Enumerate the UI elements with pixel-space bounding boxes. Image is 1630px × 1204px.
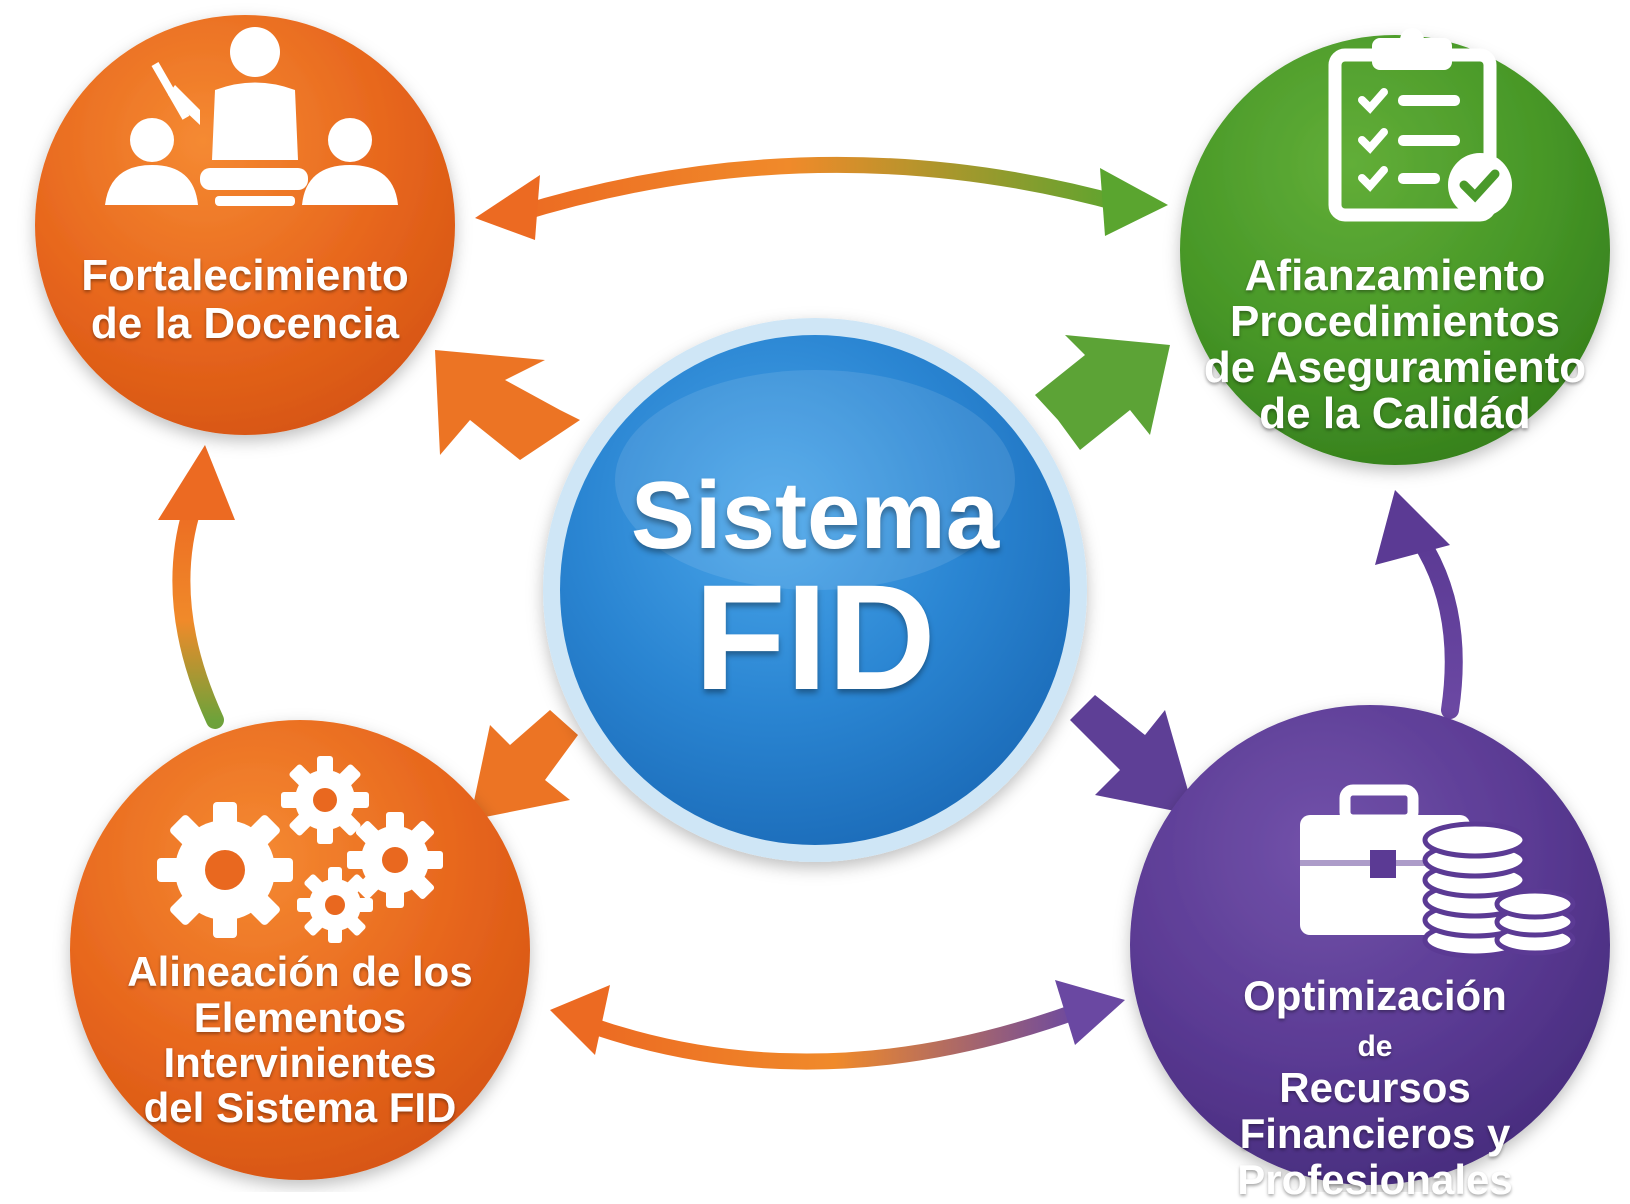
top-double-arrow xyxy=(475,156,1168,240)
center-label-sistema-fid: Sistema FID xyxy=(560,440,1070,740)
right-arrow-up xyxy=(1375,490,1463,719)
arrow-center-to-bottom-right xyxy=(1070,695,1195,815)
label-optimizacion-recursos: Optimización de Recursos Financieros y P… xyxy=(1130,972,1620,1203)
gears-icon xyxy=(157,756,443,943)
label-afianzamiento-calidad: Afianzamiento Procedimientos de Aseguram… xyxy=(1190,245,1600,445)
arrow-center-to-top-right xyxy=(1035,335,1170,450)
bottom-double-arrow xyxy=(550,980,1125,1070)
clipboard-checklist-icon xyxy=(1328,28,1512,222)
label-de-word: de xyxy=(1357,1029,1393,1063)
center-title-line2: FID xyxy=(694,552,936,721)
label-alineacion-elementos: Alineación de los Elementos Intervinient… xyxy=(80,949,520,1131)
label-optimizacion-line1: Optimización de Recursos xyxy=(1243,926,1507,1111)
label-fortalecimiento-text: Fortalecimiento de la Docencia xyxy=(81,250,409,348)
center-circle xyxy=(560,335,1070,845)
teacher-classroom-icon xyxy=(105,27,398,206)
label-recursos-word: Recursos xyxy=(1279,1064,1471,1111)
label-optimizacion-word: Optimización xyxy=(1243,971,1507,1019)
briefcase-coins-icon xyxy=(1300,784,1576,959)
node-circle-top-left xyxy=(35,15,455,435)
left-arrow-up xyxy=(158,445,235,729)
label-fortalecimiento-docencia: Fortalecimiento de la Docencia xyxy=(55,240,435,360)
label-optimizacion-rest: Financieros y Profesionales xyxy=(1237,1110,1513,1204)
label-afianzamiento-text: Afianzamiento Procedimientos de Aseguram… xyxy=(1203,250,1587,439)
label-alineacion-text: Alineación de los Elementos Intervinient… xyxy=(127,948,473,1132)
center-highlight xyxy=(615,370,1015,590)
arrow-center-to-bottom-left xyxy=(470,710,578,820)
center-title-line1: Sistema xyxy=(630,462,1000,570)
arrow-center-to-top-left xyxy=(435,350,580,460)
node-circle-top-right xyxy=(1180,35,1610,465)
